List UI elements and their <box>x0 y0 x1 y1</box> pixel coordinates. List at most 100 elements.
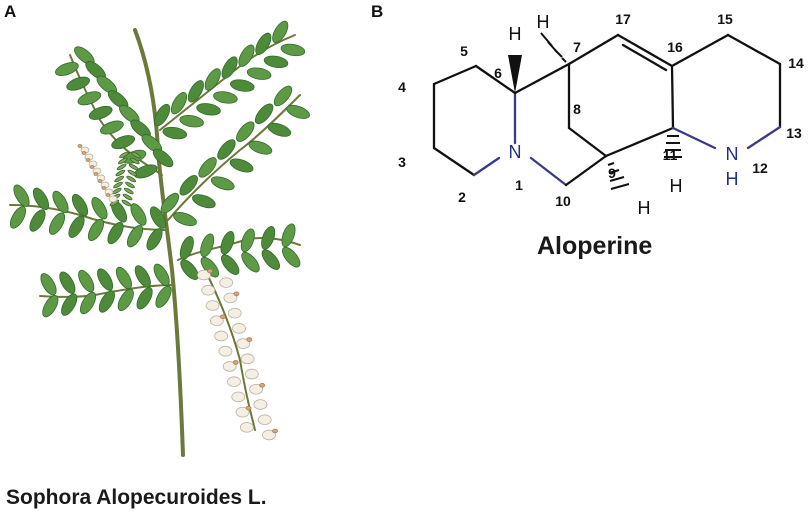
leaflet <box>32 187 50 210</box>
flower <box>77 144 83 148</box>
leaflet <box>9 206 27 229</box>
leaflet <box>196 103 221 116</box>
leaflet <box>128 163 139 171</box>
leaflet <box>162 126 188 140</box>
raceme-stalk <box>204 269 256 431</box>
leaflet <box>281 246 301 268</box>
bond-7-17 <box>567 33 620 66</box>
hydrogen-7: H <box>537 12 550 32</box>
atom-n12: N <box>726 144 739 164</box>
flower <box>218 345 233 357</box>
bond-16-15 <box>670 33 730 68</box>
flower <box>244 368 259 380</box>
bond-n12-11 <box>671 126 717 150</box>
atom-number-10: 10 <box>555 193 571 209</box>
panel-label-b: B <box>371 2 384 21</box>
bond-17-16 <box>616 33 674 68</box>
leaflet <box>200 233 215 258</box>
leaflet <box>117 288 134 312</box>
leaflet <box>173 212 197 227</box>
plant-leaves <box>9 20 310 318</box>
leaflet <box>66 76 90 91</box>
atom-number-15: 15 <box>717 11 733 27</box>
leaflet <box>280 43 306 57</box>
bond-3-2 <box>432 146 476 177</box>
leaflet <box>114 175 125 183</box>
bond-n1-10 <box>529 156 568 187</box>
leaflet <box>272 20 289 44</box>
atom-number-11: 11 <box>663 147 678 163</box>
flower <box>240 353 255 365</box>
leaflet <box>229 158 254 173</box>
flower <box>214 330 229 342</box>
leaflet <box>281 223 296 248</box>
wedge-bond-6-h <box>508 55 522 93</box>
leaflet <box>130 203 147 226</box>
species-caption: Sophora Alopecuroides L. <box>6 486 267 509</box>
leaflet <box>61 293 78 316</box>
leaflet <box>107 221 124 245</box>
leaflet <box>113 181 123 189</box>
leaflet <box>146 228 163 251</box>
bond-13-n12 <box>746 125 782 150</box>
hydrogen-9: H <box>638 198 651 218</box>
main-stem <box>133 28 185 457</box>
leaflet <box>255 32 272 55</box>
flower <box>207 268 213 274</box>
leaflet <box>59 271 76 294</box>
sophora-plant-illustration <box>9 20 310 457</box>
leaflet <box>129 157 140 165</box>
branch-right-top <box>159 34 296 131</box>
flower <box>219 314 226 319</box>
atom-number-14: 14 <box>788 55 804 71</box>
bond-15-14 <box>726 33 782 66</box>
bonds <box>432 33 782 187</box>
leaflet <box>111 135 135 150</box>
leaflet <box>68 215 85 238</box>
leaflet <box>248 140 273 155</box>
leaflet <box>254 103 274 125</box>
bond-9-11 <box>604 126 675 158</box>
atom-number-5: 5 <box>460 43 468 59</box>
flower <box>233 291 240 297</box>
leaflet <box>29 209 46 232</box>
leaflet <box>261 226 276 250</box>
atom-n1: N <box>509 142 522 162</box>
leaflet <box>123 187 134 195</box>
leaflet <box>267 122 292 137</box>
atom-number-4: 4 <box>398 79 406 95</box>
atom-number-12: 12 <box>752 160 768 176</box>
leaflet <box>79 291 97 315</box>
bond-6-5 <box>474 64 517 95</box>
leaflet <box>210 176 235 191</box>
flower <box>222 361 237 372</box>
bond-6-7 <box>513 62 571 95</box>
bond-10-9 <box>564 154 608 187</box>
atom-number-1: 1 <box>515 177 523 193</box>
leaflet <box>125 181 135 189</box>
leaflet <box>149 206 167 229</box>
flower <box>81 151 87 155</box>
leaflet <box>122 193 133 201</box>
flower <box>231 391 246 403</box>
flower <box>227 376 241 387</box>
bond-16-11 <box>670 64 675 130</box>
leaflet <box>238 44 255 67</box>
flower <box>201 284 216 296</box>
leaflet <box>153 263 170 286</box>
flower <box>97 179 103 183</box>
flower <box>223 292 238 304</box>
bond-2-n1 <box>472 156 501 177</box>
hydrogen-6: H <box>509 24 522 44</box>
flower <box>108 195 118 203</box>
flower <box>197 269 211 281</box>
atom-number-6: 6 <box>494 65 502 81</box>
flower <box>239 422 254 433</box>
flower <box>259 383 266 388</box>
leaflet <box>87 218 105 242</box>
leaflet <box>187 80 204 103</box>
leaflet <box>152 148 174 168</box>
leaflet <box>116 163 127 171</box>
flower <box>246 337 253 342</box>
leaflet <box>71 193 89 217</box>
